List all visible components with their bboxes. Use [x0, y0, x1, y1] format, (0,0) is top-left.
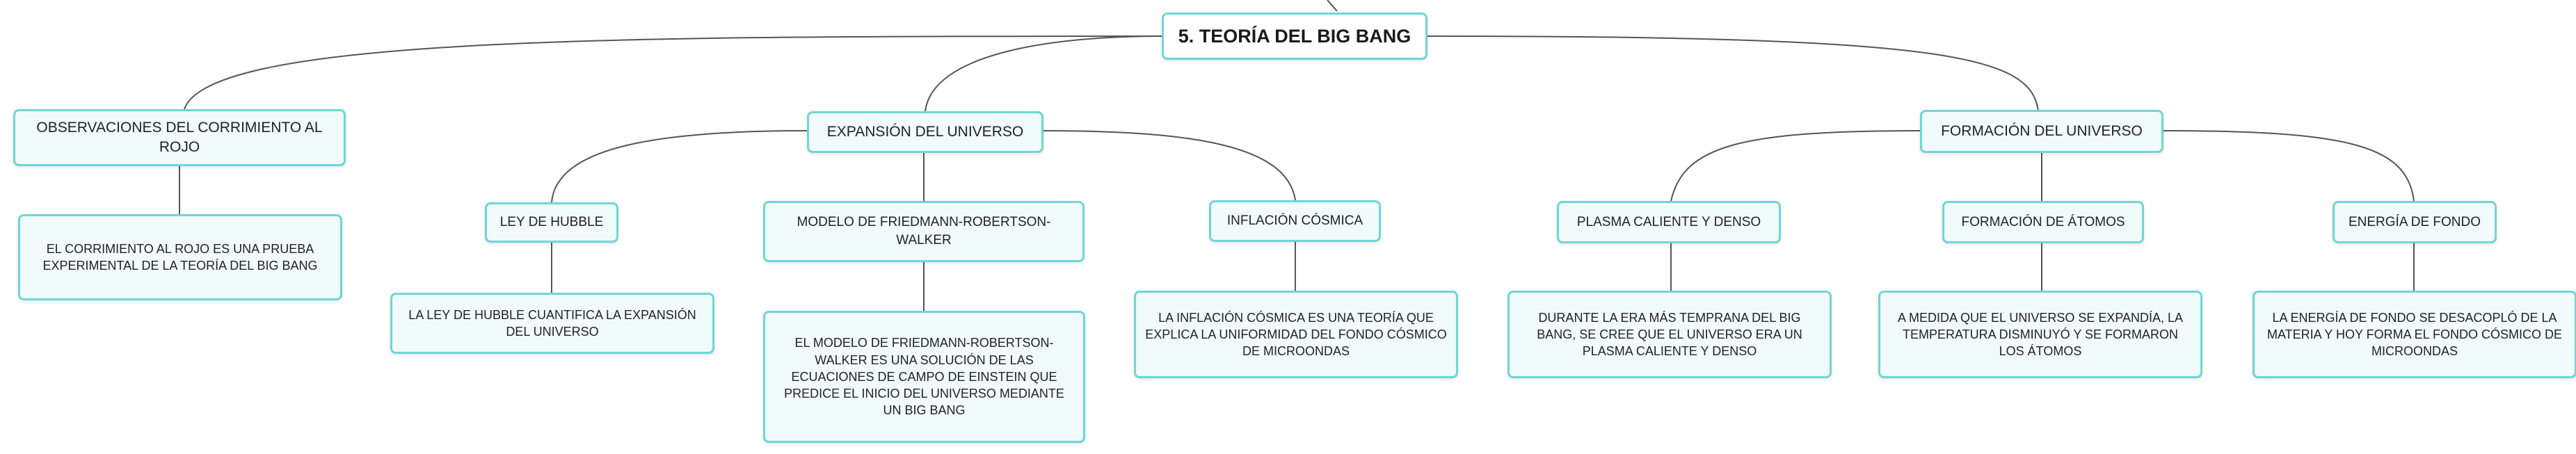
- node-atom-formation[interactable]: FORMACIÓN DE ÁTOMOS: [1942, 201, 2144, 243]
- connector-parent-root: [1327, 0, 1338, 12]
- root-node[interactable]: 5. TEORÍA DEL BIG BANG: [1162, 13, 1427, 60]
- detail-background-energy[interactable]: LA ENERGÍA DE FONDO SE DESACOPLÓ DE LA M…: [2253, 291, 2576, 378]
- node-frw-model[interactable]: MODELO DE FRIEDMANN-ROBERTSON-WALKER: [763, 201, 1085, 262]
- branch-universe-formation[interactable]: FORMACIÓN DEL UNIVERSO: [1920, 110, 2163, 153]
- detail-atom-formation[interactable]: A MEDIDA QUE EL UNIVERSO SE EXPANDÍA, LA…: [1878, 291, 2202, 378]
- node-hubble-law[interactable]: LEY DE HUBBLE: [485, 202, 618, 243]
- detail-redshift[interactable]: EL CORRIMIENTO AL ROJO ES UNA PRUEBA EXP…: [18, 214, 342, 300]
- branch-universe-expansion[interactable]: EXPANSIÓN DEL UNIVERSO: [807, 111, 1043, 153]
- connector-root-expansion: [925, 35, 1162, 112]
- connector-expansion-hubble: [551, 130, 809, 203]
- detail-cosmic-inflation[interactable]: LA INFLACIÓN CÓSMICA ES UNA TEORÍA QUE E…: [1134, 291, 1458, 378]
- node-cosmic-inflation[interactable]: INFLACIÓN CÓSMICA: [1209, 200, 1381, 242]
- connector-root-redshift: [184, 35, 1162, 110]
- detail-frw-model[interactable]: EL MODELO DE FRIEDMANN-ROBERTSON-WALKER …: [763, 311, 1085, 443]
- connector-root-formation: [1425, 35, 2039, 112]
- branch-redshift-observations[interactable]: OBSERVACIONES DEL CORRIMIENTO AL ROJO: [13, 109, 346, 166]
- node-hot-dense-plasma[interactable]: PLASMA CALIENTE Y DENSO: [1557, 201, 1781, 243]
- connector-expansion-inflation: [1040, 130, 1296, 201]
- detail-hot-dense-plasma[interactable]: DURANTE LA ERA MÁS TEMPRANA DEL BIG BANG…: [1507, 291, 1832, 378]
- connector-formation-energy: [2161, 130, 2415, 202]
- connector-formation-plasma: [1670, 130, 1922, 202]
- node-background-energy[interactable]: ENERGÍA DE FONDO: [2333, 201, 2497, 243]
- detail-hubble-law[interactable]: LA LEY DE HUBBLE CUANTIFICA LA EXPANSIÓN…: [390, 293, 714, 354]
